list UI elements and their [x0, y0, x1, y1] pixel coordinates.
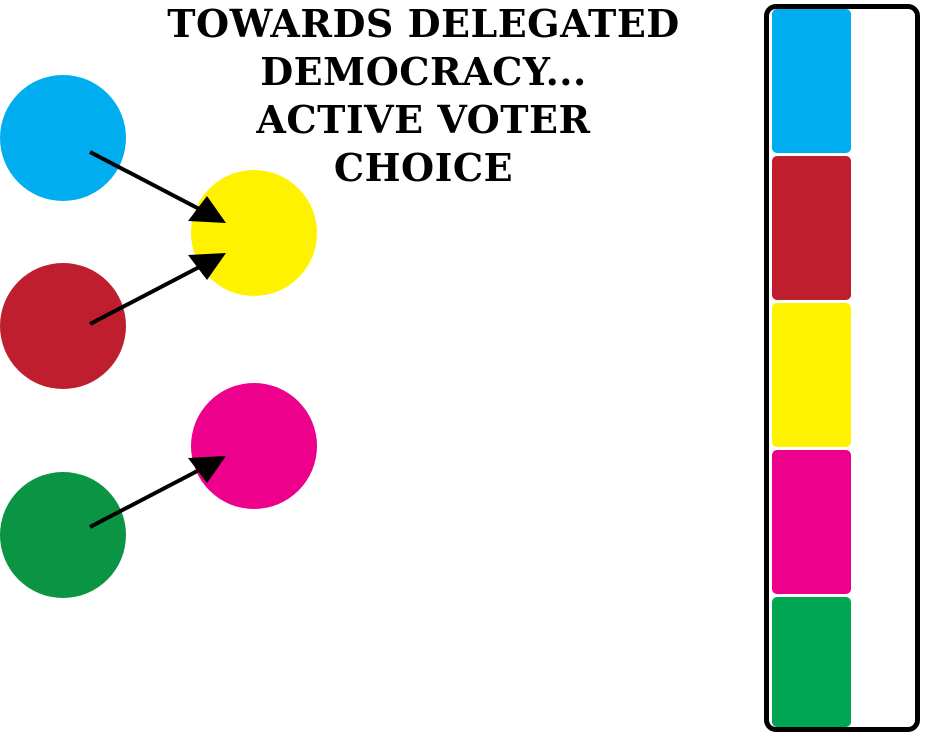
stack-segment-yellow	[772, 303, 851, 447]
title-line-1: TOWARDS DELEGATED	[167, 1, 680, 46]
stack-segment-magenta	[772, 450, 851, 594]
stack-segment-green	[772, 597, 851, 727]
stack-segment-blue	[772, 9, 851, 153]
diagram-title: TOWARDS DELEGATED DEMOCRACY... ACTIVE VO…	[160, 0, 687, 192]
arrow-blue-to-yellow	[89, 150, 226, 223]
green-voter-circle	[0, 472, 126, 598]
title-line-2: DEMOCRACY...	[260, 49, 587, 94]
magenta-delegate-circle	[191, 383, 317, 509]
stack-segment-red	[772, 156, 851, 300]
yellow-delegate-circle	[191, 170, 317, 296]
arrow-red-to-yellow	[89, 253, 226, 326]
ballot-stack-panel	[764, 4, 920, 732]
title-line-3: ACTIVE VOTER CHOICE	[256, 97, 591, 190]
red-voter-circle	[0, 263, 126, 389]
blue-voter-circle	[0, 75, 126, 201]
arrow-green-to-magenta	[89, 456, 226, 529]
